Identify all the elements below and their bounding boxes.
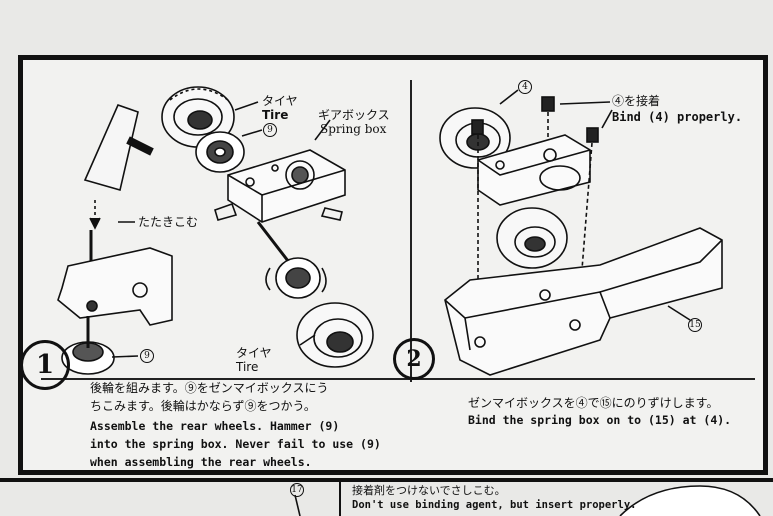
panel-divider <box>410 80 412 382</box>
axle-illustration <box>256 221 327 299</box>
bottom-note-en: Don't use binding agent, but insert prop… <box>352 499 637 511</box>
frame-part-illustration <box>57 230 173 375</box>
step-divider <box>41 378 755 380</box>
step-1-en-line-3: when assembling the rear wheels. <box>90 455 312 469</box>
part-15-marker: 15 <box>688 318 702 332</box>
part-17-marker: 17 <box>290 483 304 497</box>
tire-top-label-jp: タイヤ <box>262 94 298 108</box>
tire-top-label-en: Tire <box>262 108 289 122</box>
bind-4-label-en: Bind (4) properly. <box>612 110 743 124</box>
tire-bottom-label-jp: タイヤ <box>236 346 272 360</box>
hub-9-illustration <box>195 131 245 173</box>
chassis-15-illustration <box>444 227 723 376</box>
gearbox-label-jp: ギアボックス <box>318 108 390 122</box>
step-1-en-line-1: Assemble the rear wheels. Hammer (9) <box>90 419 340 433</box>
step-2-en-line-1: Bind the spring box on to (15) at (4). <box>468 413 732 427</box>
part-4-marker: 4 <box>518 80 532 94</box>
step-1-en-line-2: into the spring box. Never fail to use (… <box>90 437 381 451</box>
hammer-illustration <box>83 104 154 230</box>
panel2-spring-box-illustration <box>477 134 591 206</box>
part-9-bottom-marker: 9 <box>140 349 154 363</box>
step-2-jp-line-1: ゼンマイボックスを④で⑮にのりずけします。 <box>468 396 719 410</box>
panel2-lower-tire-illustration <box>496 207 568 269</box>
gearbox-label-en: Spring box <box>320 122 387 136</box>
tire-bottom-label-en: Tire <box>236 360 259 374</box>
hammer-label-jp: たたきこむ <box>138 215 199 229</box>
tire-bottom-illustration <box>296 302 374 368</box>
bottom-note-jp: 接着剤をつけないでさしこむ。 <box>352 484 506 497</box>
bind-4-label-jp: ④を接着 <box>612 94 661 108</box>
step-2-number: 2 <box>393 338 435 380</box>
spring-box-illustration <box>214 149 346 223</box>
step-1-number: 1 <box>20 340 70 390</box>
step-1-jp-line-1: 後輪を組みます。⑨をゼンマイボックスにう <box>90 381 329 395</box>
part-9-top-marker: 9 <box>263 123 277 137</box>
step-1-jp-line-2: ちこみます。後輪はかならず⑨をつかう。 <box>90 399 316 413</box>
